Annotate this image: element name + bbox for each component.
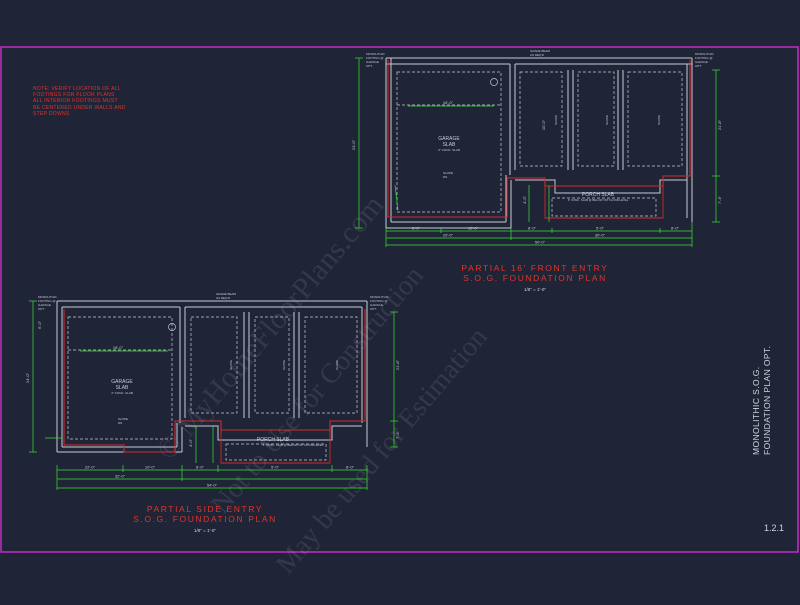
side-plan-title-line1: PARTIAL SIDE ENTRY [146,504,264,514]
dim-label: 10'-0" [541,119,546,130]
dim-label: 20'-0" [443,233,454,238]
side-entry-plan: 22'-0" 10'-0" 8'-0" 5'-0" 8'-0" 32'-0" 5… [25,292,400,490]
svg-text:SLOPE: SLOPE [443,171,453,175]
dim-label: 50'-0" [535,240,546,245]
front-plan-title: PARTIAL 16' FRONT ENTRY S.O.G. FOUNDATIO… [440,263,630,283]
svg-text:SLOPE: SLOPE [282,360,286,370]
svg-text:FOOTING @: FOOTING @ [366,56,384,60]
dim-label: 12'-0" [468,226,479,231]
side-slab-outline [63,309,366,453]
porch-sub: 4" CONC. SLAB @ BELOW 1ST FLOOR LEVEL [568,198,629,202]
svg-text:OPT.: OPT. [695,64,702,68]
svg-text:GARAGE: GARAGE [370,303,383,307]
svg-text:DN: DN [118,421,122,425]
svg-text:FOOTING @: FOOTING @ [370,299,388,303]
svg-text:SLOPE: SLOPE [335,360,339,370]
sheet-number: 1.2.1 [764,523,785,533]
svg-text:OPT.: OPT. [38,307,45,311]
garage-sub: 4" CONC. SLAB [438,148,460,152]
svg-text:AS REQ'D: AS REQ'D [216,296,231,300]
svg-text:MONOLITHIC: MONOLITHIC [695,52,715,56]
dim-label: 21'-8" [395,359,400,370]
dim-label: 22'-0" [85,465,96,470]
dim-label: 8'-0" [671,226,680,231]
svg-text:MONOLITHIC: MONOLITHIC [38,295,58,299]
garage-sub: 4" CONC. SLAB [111,391,133,395]
dim-label: 32'-0" [115,474,126,479]
svg-text:SLOPE: SLOPE [118,417,128,421]
front-plan-title-line1: PARTIAL 16' FRONT ENTRY [461,263,609,273]
svg-text:AS REQ'D: AS REQ'D [530,53,545,57]
dim-label: 54'-0" [207,483,218,488]
svg-text:FOOTING @: FOOTING @ [38,299,56,303]
dim-label: 5'-0" [271,465,280,470]
garage-label: GARAGE [111,379,133,385]
svg-text:SLOPE: SLOPE [229,360,233,370]
svg-text:GARAGE: GARAGE [695,60,708,64]
dim-label: 4'-0" [188,438,193,447]
svg-text:FOOTING @: FOOTING @ [695,56,713,60]
dim-label: 8'-0" [528,226,537,231]
front-slab-outline [387,60,691,218]
sheet-title-line2: FOUNDATION PLAN OPT. [762,345,772,455]
svg-text:OPT.: OPT. [366,64,373,68]
sheet-border [0,46,799,553]
svg-text:GRADE BEAM: GRADE BEAM [530,49,551,53]
svg-text:DN: DN [443,175,447,179]
svg-text:GARAGE: GARAGE [366,60,379,64]
dim-label: 8'-0" [412,226,421,231]
dim-label: 6'-0" [37,320,42,329]
dim-label: 8'-0" [346,465,355,470]
dim-label: 16'-0" [113,345,124,350]
dim-label: 24'-0" [351,139,356,150]
dim-label: 24'-0" [25,372,30,383]
side-plan-title-line2: S.O.G. FOUNDATION PLAN [133,514,277,524]
dim-label: 7'-4" [717,195,722,204]
garage-label: GARAGE [438,136,460,142]
svg-text:GARAGE: GARAGE [38,303,51,307]
svg-text:MONOLITHIC: MONOLITHIC [366,52,386,56]
dim-label: 30'-0" [595,233,606,238]
garage-label-2: SLAB [443,142,456,148]
svg-text:SLOPE: SLOPE [605,115,609,125]
front-plan-title-line2: S.O.G. FOUNDATION PLAN [463,273,607,283]
side-plan-title: PARTIAL SIDE ENTRY S.O.G. FOUNDATION PLA… [110,504,300,524]
svg-text:OPT.: OPT. [370,307,377,311]
porch-sub: 4" CONC. SLAB @ BELOW 1ST FLOOR LEVEL [263,443,324,447]
dim-label: 4'-0" [522,195,527,204]
porch-label: PORCH SLAB [257,437,290,443]
svg-text:SLOPE: SLOPE [554,115,558,125]
sheet-title-line1: MONOLITHIC S.O.G. [751,366,761,455]
dim-label: 21'-8" [717,119,722,130]
front-plan-scale: 1/8" = 1'-0" [524,287,546,292]
footing-note: NOTE: VERIFY LOCATION OF ALL FOOTINGS FO… [33,86,126,117]
garage-label-2: SLAB [116,385,129,391]
front-entry-plan: 8'-0" 12'-0" 8'-0" 5'-0" 8'-0" 30'-0" 20… [351,49,722,247]
svg-text:MONOLITHIC: MONOLITHIC [370,295,390,299]
dim-label: 16'-0" [443,100,454,105]
svg-text:GRADE BEAM: GRADE BEAM [216,292,237,296]
dim-label: 10'-0" [145,465,156,470]
side-plan-scale: 1/8" = 1'-0" [194,528,216,533]
svg-text:SLOPE: SLOPE [657,115,661,125]
sheet-title: MONOLITHIC S.O.G. FOUNDATION PLAN OPT. [745,320,775,460]
porch-label: PORCH SLAB [582,192,615,198]
dim-label: 7'-4" [395,430,400,439]
dim-label: 8'-0" [196,465,205,470]
dim-label: 5'-0" [596,226,605,231]
